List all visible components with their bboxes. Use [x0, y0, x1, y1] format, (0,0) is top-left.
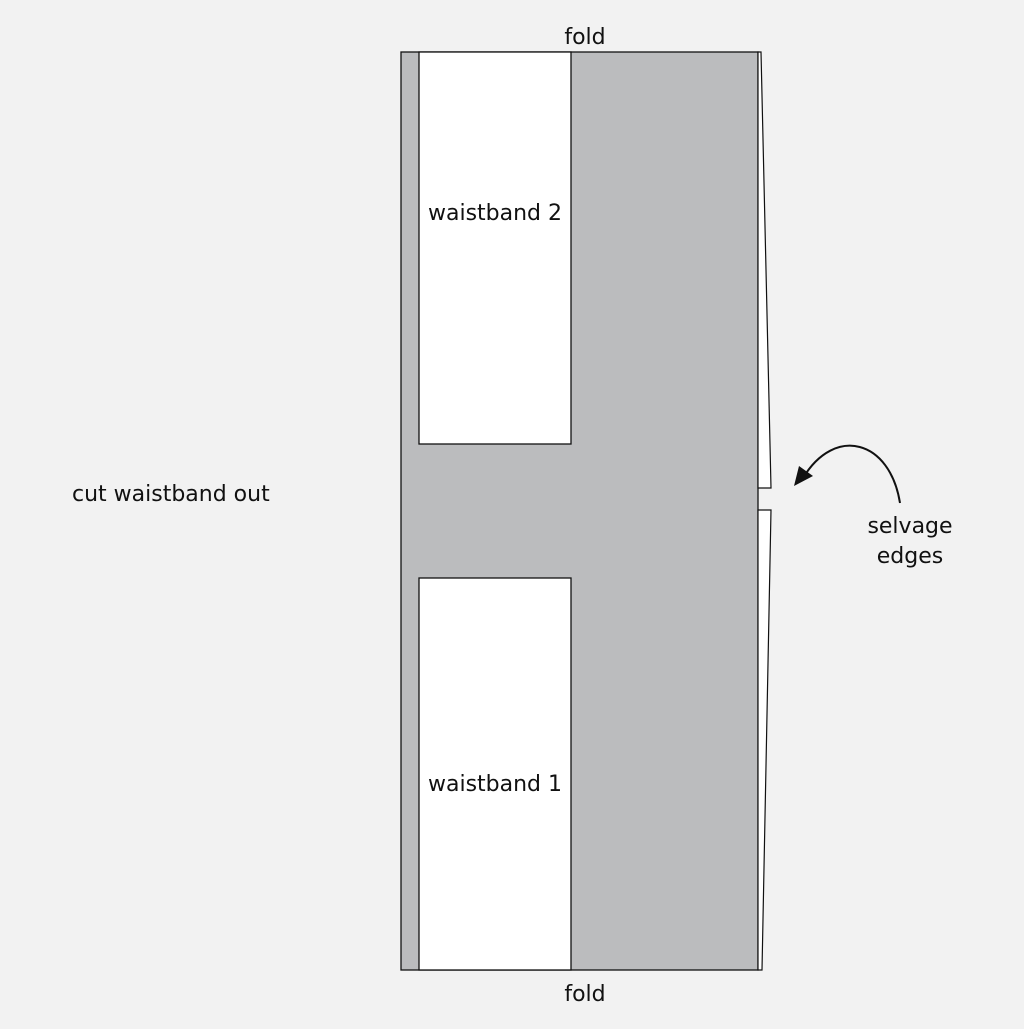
fold-label-top: fold [564, 25, 605, 50]
waistband-1-label: waistband 1 [428, 772, 562, 797]
selvage-label-line2: edges [877, 544, 943, 569]
waistband-2-label: waistband 2 [428, 201, 562, 226]
selvage-edge-upper [757, 51, 772, 489]
waistband-1-piece [418, 577, 572, 971]
selvage-edge-lower [757, 509, 772, 971]
selvage-label-line1: selvage [867, 514, 952, 539]
waistband-2-piece [418, 51, 572, 445]
instruction-label: cut waistband out [72, 482, 270, 507]
pointer-arrow-icon [794, 444, 901, 504]
fold-label-bottom: fold [564, 982, 605, 1007]
